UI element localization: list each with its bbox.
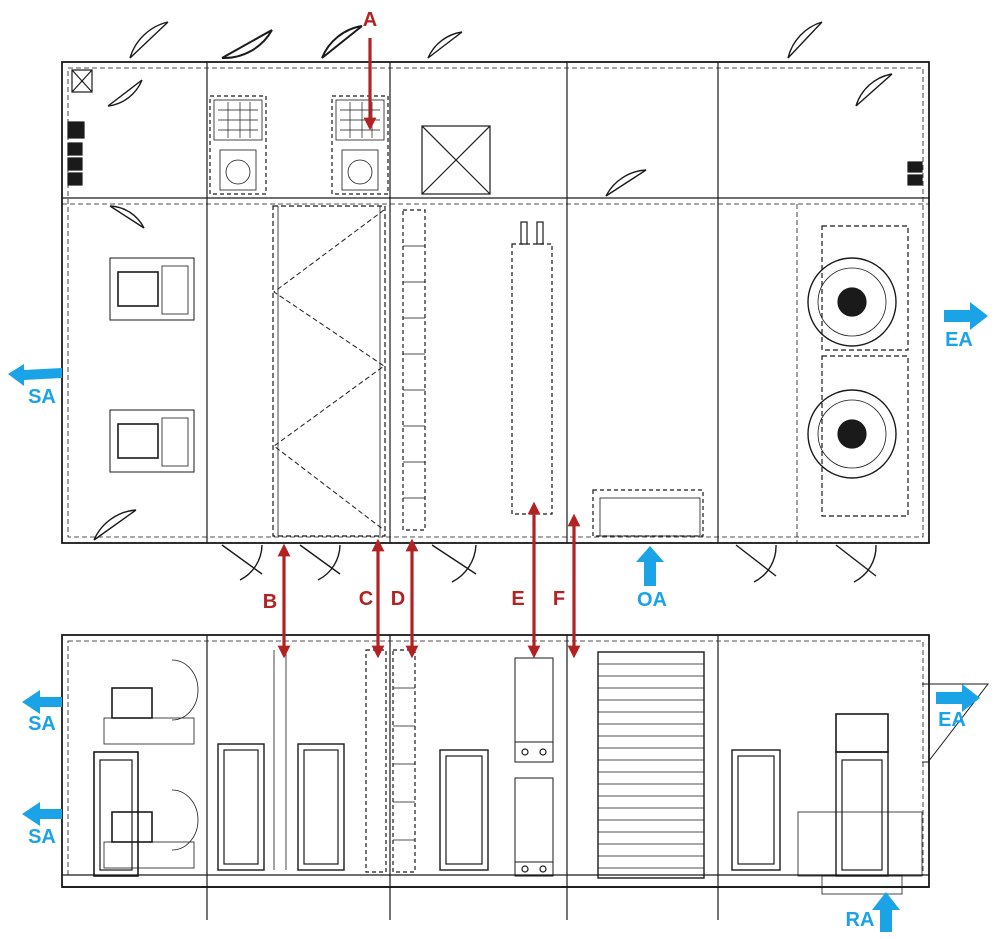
label-d: D <box>391 588 405 610</box>
arrow-sa-elev-bottom <box>22 802 62 826</box>
label-c: C <box>359 588 373 610</box>
label-oa-plan: OA <box>637 589 667 611</box>
arrow-oa-plan <box>636 546 664 586</box>
label-ea-plan: EA <box>945 329 973 351</box>
label-sa-elev-top: SA <box>28 713 56 735</box>
label-a: A <box>363 9 377 31</box>
airflow-arrows <box>8 302 988 932</box>
label-ra-elev: RA <box>846 909 875 931</box>
label-sa-elev-bottom: SA <box>28 826 56 848</box>
elevation-outline <box>61 634 930 888</box>
label-sa-plan: SA <box>28 386 56 408</box>
section-labels: A B C D E F <box>263 9 565 613</box>
arrow-sa-plan <box>8 364 62 386</box>
arrow-ea-plan <box>944 302 988 330</box>
arrow-ea-elev <box>936 684 980 712</box>
label-f: F <box>553 588 565 610</box>
label-b: B <box>263 591 277 613</box>
arrow-ra-elev <box>872 892 900 932</box>
arrow-sa-elev-top <box>22 690 62 714</box>
label-ea-elev: EA <box>938 709 966 731</box>
plan-view <box>61 21 930 583</box>
plan-outline <box>61 61 930 544</box>
section-markers <box>277 38 581 659</box>
airflow-labels: SA EA OA SA SA EA RA <box>28 329 973 931</box>
elevation-view <box>61 634 990 920</box>
label-e: E <box>511 588 524 610</box>
